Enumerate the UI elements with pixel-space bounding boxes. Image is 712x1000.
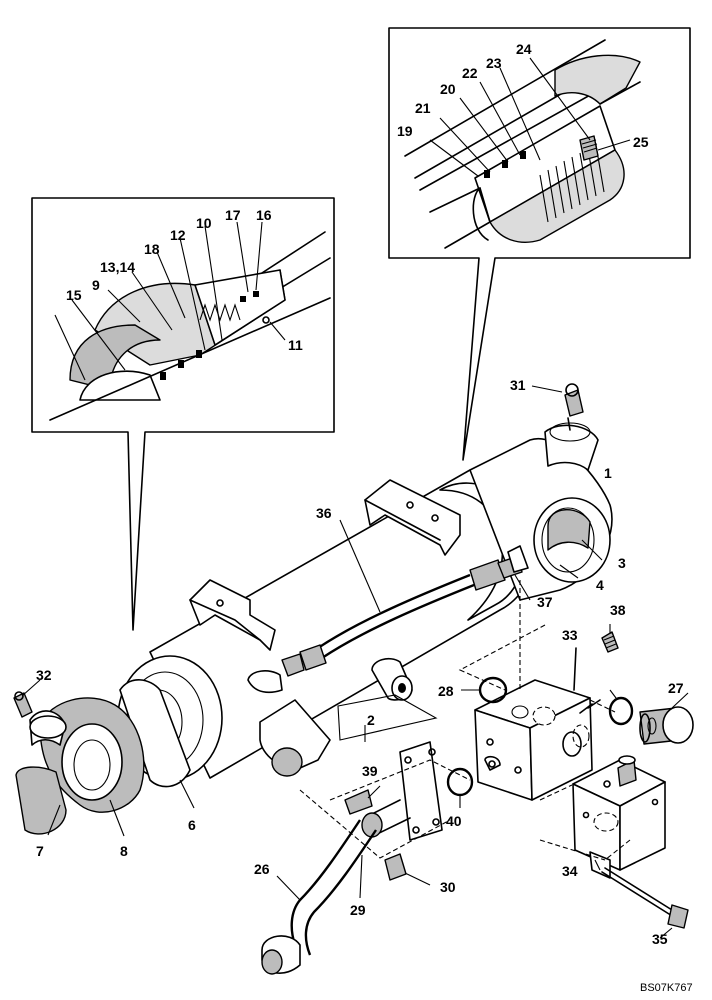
callout-label: 12: [170, 227, 186, 243]
tube-brackets: [189, 479, 461, 651]
drawing-reference-code: BS07K767: [640, 982, 693, 994]
callout-label: 30: [440, 879, 456, 895]
callout-label: 39: [362, 763, 378, 779]
callout-label: 4: [596, 577, 604, 593]
bolt-38: [601, 631, 619, 653]
callout-label: 32: [36, 667, 52, 683]
leader-lines: [47, 539, 689, 939]
flange-tube-26: [261, 741, 443, 975]
hose-36: [247, 519, 529, 694]
valve-block-34: [572, 755, 666, 879]
detail-inset-rod-seal: [388, 27, 691, 461]
callout-label: 35: [652, 931, 668, 947]
callout-label: 19: [397, 123, 413, 139]
callout-label: 29: [350, 902, 366, 918]
callout-label: 20: [440, 81, 456, 97]
callout-label: 22: [462, 65, 478, 81]
callout-label: 16: [256, 207, 272, 223]
callout-label: 7: [36, 843, 44, 859]
callout-label: 17: [225, 207, 241, 223]
callout-label: 15: [66, 287, 82, 303]
callout-label: 26: [254, 861, 270, 877]
sleeve-2: [259, 658, 438, 777]
callout-label: 36: [316, 505, 332, 521]
callout-label: 6: [188, 817, 196, 833]
callout-label: 11: [288, 337, 303, 353]
callout-label: 3: [618, 555, 626, 571]
callout-label: 37: [537, 594, 553, 610]
assembly-lines: [299, 580, 631, 861]
o-ring-28-left: [478, 676, 508, 704]
grease-fitting-31: [531, 383, 584, 431]
valve-block-33: [474, 647, 601, 801]
callout-label: 40: [446, 813, 462, 829]
o-ring-28-right: [608, 696, 634, 726]
callout-label: 8: [120, 843, 128, 859]
callout-label: 24: [516, 41, 532, 57]
o-ring-40: [446, 767, 474, 797]
callout-label: 34: [562, 863, 578, 879]
callout-label: 25: [633, 134, 649, 150]
callout-labels: 1 2 3 4 6 7 8 9 10 11 12 13,14 15 16 17 …: [36, 41, 684, 947]
callout-label: 28: [438, 683, 454, 699]
grease-fitting-32: [13, 679, 41, 718]
callout-label: 9: [92, 277, 100, 293]
callout-label: 2: [367, 712, 375, 728]
callout-label: 1: [604, 465, 612, 481]
rod-eye-end: [15, 679, 191, 835]
callout-label: 27: [668, 680, 684, 696]
callout-label: 18: [144, 241, 160, 257]
callout-label: 10: [196, 215, 212, 231]
callout-label: 38: [610, 602, 626, 618]
detail-inset-piston: [31, 197, 335, 631]
callout-label: 13,14: [100, 259, 135, 275]
callout-label: 21: [415, 100, 431, 116]
callout-label: 23: [486, 55, 502, 71]
plug-27: [639, 706, 694, 745]
bolt-35: [601, 867, 689, 929]
callout-label: 31: [510, 377, 526, 393]
callout-label: 33: [562, 627, 578, 643]
